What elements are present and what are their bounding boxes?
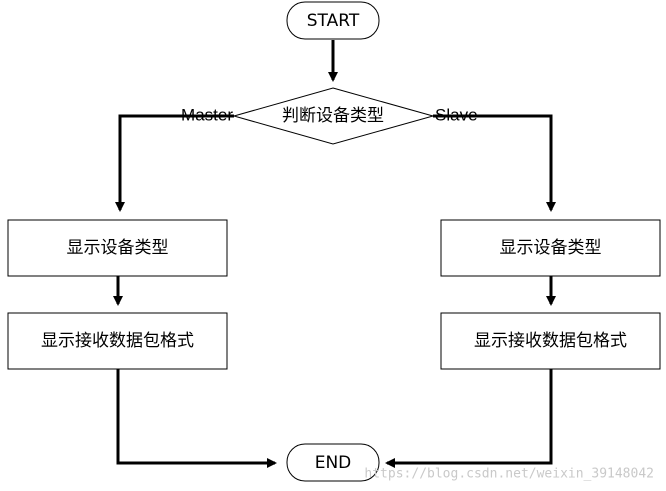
edge-master-format-to-end [116,369,277,468]
master-display-type-node: 显示设备类型 [7,219,228,277]
slave-display-format-node: 显示接收数据包格式 [440,312,661,370]
decision-diamond-shape [232,87,435,145]
master-display-format-label: 显示接收数据包格式 [41,331,194,351]
edge-slave-format-to-end [385,369,553,468]
end-node: END [286,443,380,482]
slave-display-type-box [440,219,661,277]
slave-display-type-node: 显示设备类型 [440,219,661,277]
slave-display-format-box [440,312,661,370]
end-label: END [315,453,352,473]
watermark: https://blog.csdn.net/weixin_39148042 [364,467,654,482]
master-display-type-label: 显示设备类型 [67,238,169,258]
decision-label: 判断设备类型 [282,106,384,126]
start-terminator-shape [286,1,380,40]
master-display-type-box [7,219,228,277]
connectors [113,40,556,468]
start-label: START [307,11,360,31]
slave-display-format-label: 显示接收数据包格式 [474,331,627,351]
edge-decision-to-slave [433,114,556,212]
edge-label-slave: Slave [435,105,478,124]
decision-node: 判断设备类型 [232,87,435,145]
start-node: START [286,1,380,40]
edge-label-master: Master [181,105,233,124]
master-display-format-node: 显示接收数据包格式 [7,312,228,370]
end-terminator-shape [286,443,380,482]
slave-display-type-label: 显示设备类型 [500,238,602,258]
master-display-format-box [7,312,228,370]
edge-decision-to-master [115,114,234,212]
